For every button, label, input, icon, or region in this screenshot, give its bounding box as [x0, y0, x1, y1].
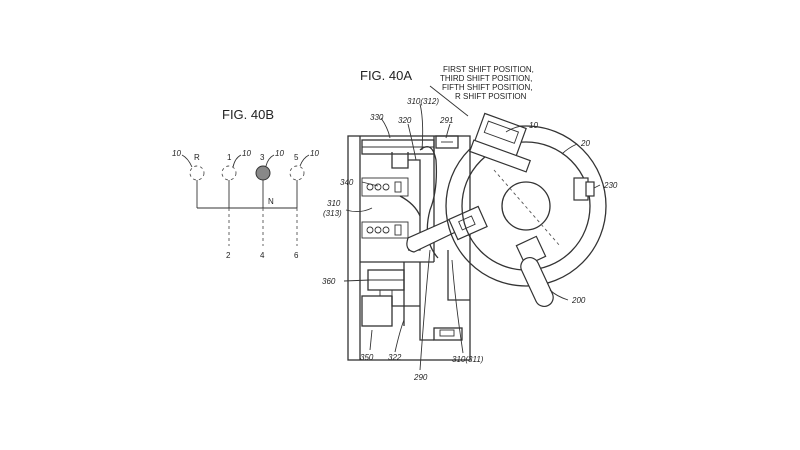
shift-note-line-3: FIFTH SHIFT POSITION, — [442, 83, 533, 92]
pos-label-5: 5 — [294, 153, 299, 162]
ref-10-d: 10 — [310, 149, 319, 158]
shift-note-line-1: FIRST SHIFT POSITION, — [443, 65, 534, 74]
ref-10-c: 10 — [275, 149, 284, 158]
shift-note-line-2: THIRD SHIFT POSITION, — [440, 74, 532, 83]
ref-310-311: 310(311) — [452, 355, 484, 364]
fig-40b-title: FIG. 40B — [222, 107, 274, 122]
ref-310: 310 — [327, 199, 341, 208]
ref-10-b: 10 — [242, 149, 251, 158]
shift-lever — [406, 205, 488, 253]
pos-label-6: 6 — [294, 251, 299, 260]
pos-label-3: 3 — [260, 153, 265, 162]
shift-note-line-4: R SHIFT POSITION — [455, 92, 527, 101]
ref-330: 330 — [370, 113, 384, 122]
shift-knob-5 — [289, 165, 305, 181]
ref-290: 290 — [413, 373, 428, 382]
leader-lines — [343, 85, 601, 371]
pos-label-2: 2 — [226, 251, 231, 260]
shift-knob-1 — [221, 165, 237, 181]
ref-200: 200 — [571, 296, 586, 305]
ref-310-312: 310(312) — [407, 97, 439, 106]
pos-label-4: 4 — [260, 251, 265, 260]
pos-label-n: N — [268, 197, 274, 206]
fig-40a-title: FIG. 40A — [360, 68, 412, 83]
ref-320: 320 — [398, 116, 412, 125]
shift-knob-r — [189, 165, 205, 181]
ref-20: 20 — [580, 139, 590, 148]
pos-label-r: R — [194, 153, 200, 162]
ref-340: 340 — [340, 178, 354, 187]
ref-322: 322 — [388, 353, 402, 362]
shift-gate-pattern — [196, 180, 298, 246]
ref-230: 230 — [603, 181, 618, 190]
reference-numerals: 330 310(312) 320 291 10 20 340 230 310 (… — [322, 97, 618, 382]
ref-350: 350 — [360, 353, 374, 362]
ref-291: 291 — [439, 116, 453, 125]
ref-360: 360 — [322, 277, 336, 286]
ref-10: 10 — [529, 121, 538, 130]
pos-label-1: 1 — [227, 153, 232, 162]
selector-wheel — [445, 112, 607, 308]
ref-313: (313) — [323, 209, 342, 218]
shift-knob-3-selected — [255, 165, 271, 181]
ref-10-a: 10 — [172, 149, 181, 158]
